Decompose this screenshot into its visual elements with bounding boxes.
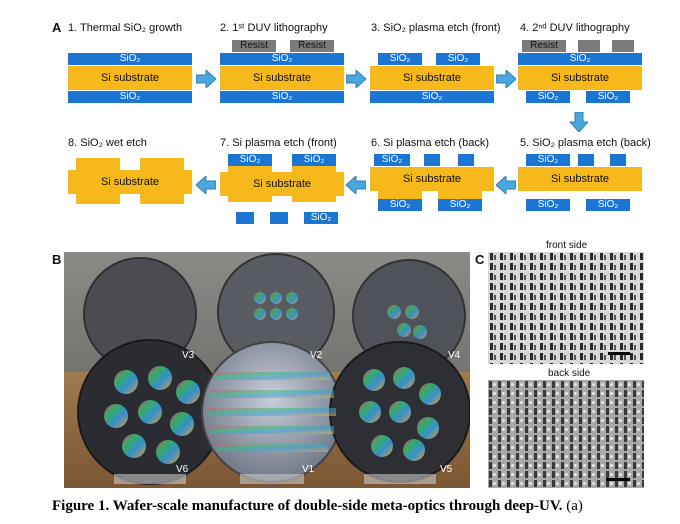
- resist-block: Resist: [522, 40, 566, 52]
- figure-caption: Figure 1. Wafer-scale manufacture of dou…: [52, 498, 583, 515]
- sio2-pillar: [610, 154, 626, 166]
- arrow-right-icon: [196, 70, 216, 88]
- sem-front-pattern: [488, 252, 644, 364]
- wafer-label-v6: V6: [176, 464, 189, 475]
- si-substrate: [68, 66, 192, 90]
- sem-back-pattern: [488, 380, 644, 488]
- si-pillar: [378, 191, 422, 199]
- arrow-down-icon: [570, 112, 588, 132]
- sio2-layer: SiO₂: [220, 53, 344, 65]
- si-substrate-label: Si substrate: [402, 72, 462, 84]
- si-substrate-label: Si substrate: [252, 178, 312, 190]
- sio2-pillar: [270, 212, 288, 224]
- wafer-label-v4: V4: [448, 350, 461, 361]
- step-4-title: 4. 2ⁿᵈ DUV lithography: [520, 22, 630, 34]
- si-substrate: [370, 167, 494, 191]
- sem-front-image: [488, 252, 644, 364]
- arrow-left-icon: [196, 176, 216, 194]
- sem-front-title: front side: [546, 240, 588, 251]
- sio2-pillar: SiO₂: [378, 53, 422, 65]
- si-pillar: [292, 196, 336, 202]
- resist-block: Resist: [232, 40, 276, 52]
- figure-caption-rest: (a): [562, 498, 583, 514]
- wafer-photo: V3 V2 V4 V6 V1 V5: [64, 252, 470, 488]
- si-pillar: [76, 194, 120, 204]
- si-pillar: [76, 158, 120, 170]
- wafer-photo-drawing: [64, 252, 470, 488]
- arrow-right-icon: [346, 70, 366, 88]
- si-substrate: [518, 167, 642, 191]
- si-substrate-label: Si substrate: [100, 176, 160, 188]
- si-pillar: [228, 196, 272, 202]
- panel-label-c: C: [475, 252, 485, 267]
- wafer-label-v5: V5: [440, 464, 453, 475]
- si-substrate: [370, 66, 494, 90]
- sem-back-image: [488, 380, 644, 488]
- sio2-pillar: SiO₂: [438, 199, 482, 211]
- si-substrate: [68, 170, 192, 194]
- si-pillar: [292, 166, 336, 172]
- sio2-pillar: [236, 212, 254, 224]
- si-pillar: [140, 194, 184, 204]
- sio2-pillar: SiO₂: [292, 154, 336, 166]
- sio2-pillar: SiO₂: [586, 91, 630, 103]
- si-pillar: [438, 191, 482, 199]
- si-substrate-label: Si substrate: [550, 72, 610, 84]
- si-substrate-label: Si substrate: [402, 173, 462, 185]
- resist-block: Resist: [290, 40, 334, 52]
- sio2-pillar: [424, 154, 440, 166]
- sio2-layer: SiO₂: [518, 53, 642, 65]
- si-substrate-label: Si substrate: [550, 173, 610, 185]
- sio2-pillar: SiO₂: [526, 154, 570, 166]
- panel-label-b: B: [52, 252, 62, 267]
- sio2-layer: SiO₂: [68, 53, 192, 65]
- si-substrate: [220, 172, 344, 196]
- wafer-label-v2: V2: [310, 350, 323, 361]
- sem-back-title: back side: [548, 368, 591, 379]
- sio2-pillar: SiO₂: [526, 91, 570, 103]
- step-6-title: 6. Si plasma etch (back): [371, 137, 489, 149]
- si-substrate: [220, 66, 344, 90]
- sio2-pillar: SiO₂: [374, 154, 410, 166]
- figure-caption-bold: Figure 1. Wafer-scale manufacture of dou…: [52, 498, 563, 514]
- wafer-label-v3: V3: [182, 350, 195, 361]
- sio2-pillar: SiO₂: [378, 199, 422, 211]
- resist-block: [578, 40, 600, 52]
- si-pillar: [228, 166, 272, 172]
- si-pillar: [140, 158, 184, 170]
- si-substrate-label: Si substrate: [252, 72, 312, 84]
- arrow-left-icon: [346, 176, 366, 194]
- sio2-pillar: SiO₂: [228, 154, 272, 166]
- sio2-layer: SiO₂: [220, 91, 344, 103]
- sio2-pillar: SiO₂: [436, 53, 480, 65]
- sio2-pillar: SiO₂: [586, 199, 630, 211]
- step-1-title: 1. Thermal SiO₂ growth: [68, 22, 183, 34]
- panel-label-a: A: [52, 20, 62, 35]
- step-3-title: 3. SiO₂ plasma etch (front): [371, 22, 501, 34]
- step-5-title: 5. SiO₂ plasma etch (back): [520, 137, 651, 149]
- step-8-title: 8. SiO₂ wet etch: [68, 137, 147, 149]
- sio2-pillar: SiO₂: [526, 199, 570, 211]
- wafer-label-v1: V1: [302, 464, 315, 475]
- sio2-pillar: SiO₂: [304, 212, 338, 224]
- resist-block: [612, 40, 634, 52]
- sio2-layer: SiO₂: [68, 91, 192, 103]
- si-substrate-label: Si substrate: [100, 72, 160, 84]
- arrow-right-icon: [496, 70, 516, 88]
- sio2-pillar: [578, 154, 594, 166]
- arrow-left-icon: [496, 176, 516, 194]
- step-2-title: 2. 1ˢᵗ DUV lithography: [220, 22, 328, 34]
- sio2-pillar: [458, 154, 474, 166]
- step-7-title: 7. Si plasma etch (front): [220, 137, 337, 149]
- si-substrate: [518, 66, 642, 90]
- sio2-layer: SiO₂: [370, 91, 494, 103]
